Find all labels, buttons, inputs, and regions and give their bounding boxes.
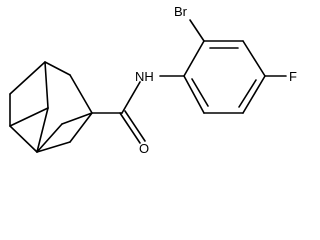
adamantane-cage	[9, 61, 93, 153]
carbon-nitrogen-bond	[121, 81, 141, 114]
ring-inner-double-bond	[191, 78, 209, 107]
structure-diagram: Br NH F O	[9, 4, 297, 155]
amide-group	[119, 75, 185, 144]
bromine-label: Br	[174, 4, 188, 19]
ring-bond	[183, 75, 205, 114]
bond	[36, 107, 49, 153]
bond	[9, 107, 49, 127]
bond	[36, 123, 63, 153]
carbon-bromine-bond	[189, 19, 205, 42]
bond	[69, 74, 93, 114]
bond	[61, 112, 93, 125]
carbonyl-oxygen-label: O	[139, 141, 149, 155]
ring-inner-double-bond	[238, 79, 257, 108]
bond	[9, 125, 38, 153]
aryl-ring	[183, 40, 266, 114]
ring-bond	[242, 40, 266, 77]
carbonyl-double-bond	[124, 110, 146, 142]
bond	[44, 61, 71, 76]
bond	[36, 141, 71, 153]
bond	[44, 61, 49, 109]
fluorine-label: F	[289, 69, 297, 84]
carbonyl-double-bond	[119, 112, 141, 144]
amide-nitrogen-label: NH	[135, 69, 154, 84]
bond	[9, 61, 46, 95]
ring-bond	[183, 40, 205, 77]
bond	[69, 112, 93, 143]
ring-bond	[242, 75, 266, 114]
